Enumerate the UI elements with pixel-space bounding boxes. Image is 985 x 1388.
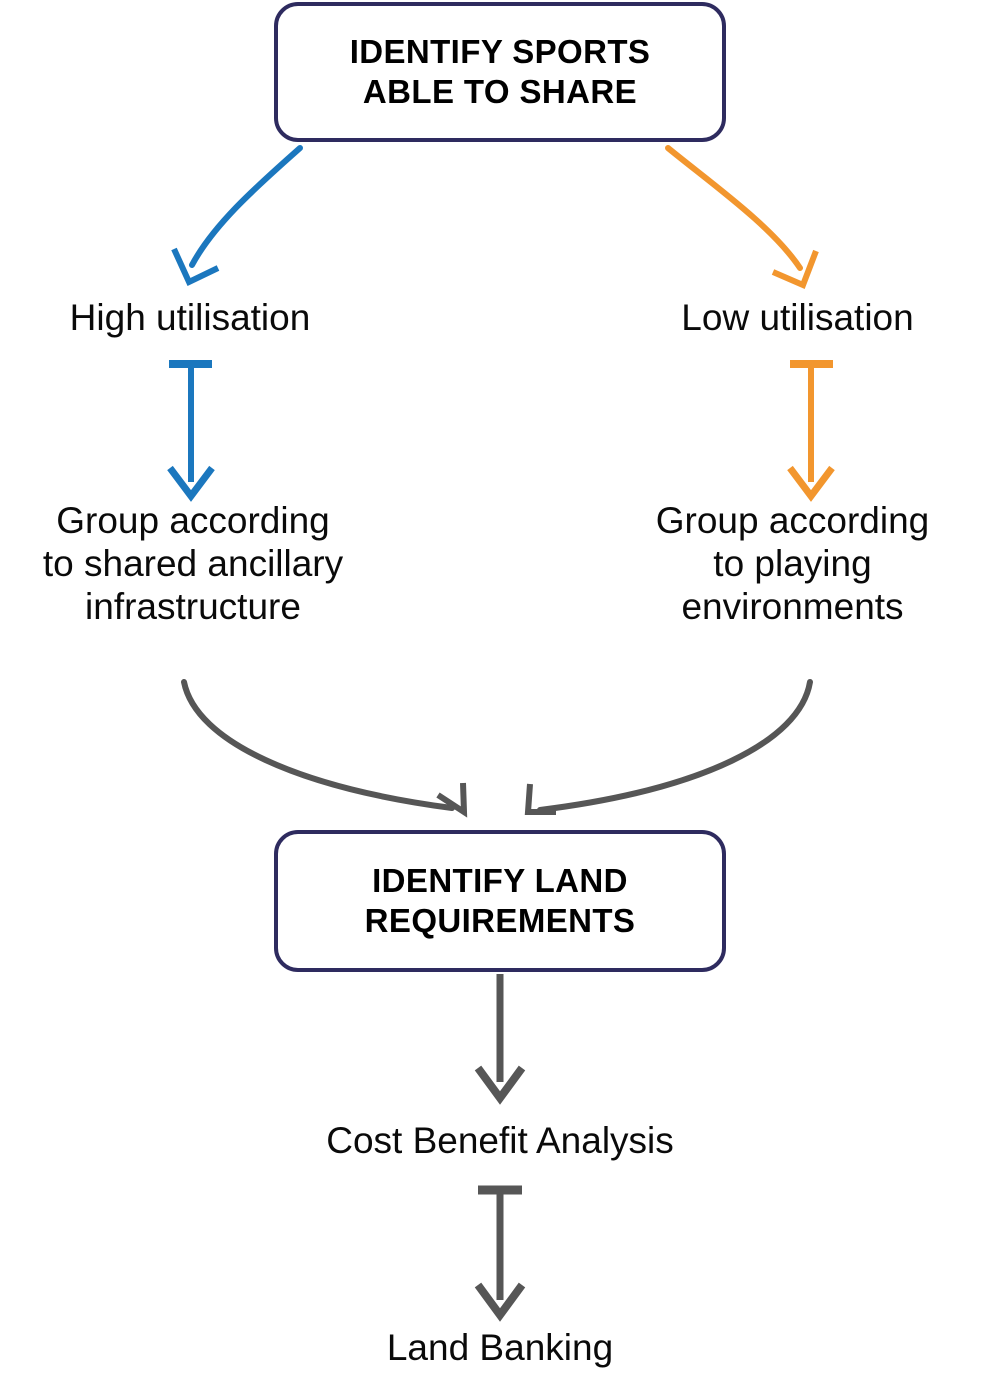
node-low-utilisation: Low utilisation <box>681 297 914 338</box>
node-land-banking: Land Banking <box>386 1327 614 1368</box>
arrow-high-to-group-ancillary <box>167 360 215 502</box>
arrow-sports-to-high <box>171 145 303 287</box>
node-group-according-to-shared-ancillary-infrastructure: Group according to shared ancillary infr… <box>42 500 344 627</box>
arrow-sports-to-low <box>665 145 819 289</box>
arrow-low-to-group-playing <box>787 360 835 502</box>
node-group-according-to-playing-environments: Group according to playing environments <box>655 500 930 627</box>
node-high-utilisation: High utilisation <box>69 297 311 338</box>
node-cost-benefit-analysis: Cost Benefit Analysis <box>326 1120 674 1161</box>
arrow-land-to-cost-benefit <box>474 974 526 1105</box>
arrow-group-playing-to-land <box>524 679 813 815</box>
arrow-group-ancillary-to-land <box>181 679 468 818</box>
node-identify-sports-able-to-share[interactable]: IDENTIFY SPORTS ABLE TO SHARE <box>274 2 726 142</box>
node-identify-land-requirements[interactable]: IDENTIFY LAND REQUIREMENTS <box>274 830 726 972</box>
arrow-cost-benefit-to-land-banking <box>474 1185 526 1322</box>
